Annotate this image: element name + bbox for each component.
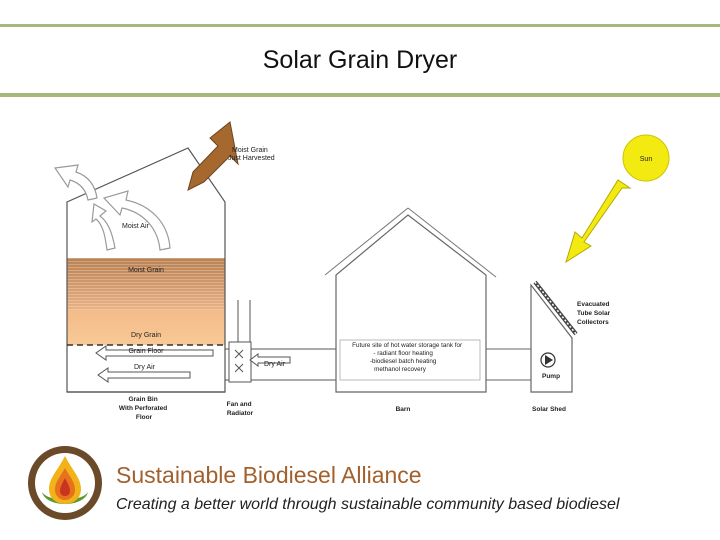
label-pump: Pump (542, 373, 560, 380)
dry-air-arrow-lower (97, 367, 191, 383)
future-site-box (339, 339, 481, 381)
label-fan-radiator-line1: Fan and (227, 401, 252, 408)
label-evacuated-tube-line2: Tube Solar (577, 310, 611, 317)
solar-grain-dryer-diagram: Moist Grain Just Harvested Sun Moist Air… (53, 121, 670, 421)
page-title: Solar Grain Dryer (262, 46, 458, 74)
barn-roof-line-right (407, 207, 497, 278)
label-future-site-line4: methanol recovery (374, 366, 427, 373)
logo-droplet-inner (60, 478, 70, 496)
label-evacuated-tube-line3: Collectors (577, 319, 609, 326)
sun-icon (622, 134, 670, 182)
label-future-site: Future site of hot water storage tank fo… (352, 342, 464, 373)
label-sun: Sun (640, 156, 653, 163)
radiator-box (228, 341, 252, 383)
label-fan-radiator: Fan and Radiator (227, 401, 254, 417)
label-dry-air-bin: Dry Air (134, 364, 156, 371)
fan-icon (234, 349, 244, 373)
slide-header: Solar Grain Dryer (0, 24, 720, 98)
brand-name: Sustainable Biodiesel Alliance (116, 462, 422, 488)
brand-tagline: Creating a better world through sustaina… (116, 496, 620, 513)
label-grain-bin-line2: With Perforated (119, 405, 167, 412)
moist-air-arrows (53, 164, 171, 251)
fan-radiator-assembly (225, 300, 336, 383)
label-grain-bin-line1: Grain Bin (128, 396, 157, 403)
label-evacuated-tube-line1: Evacuated (577, 301, 610, 308)
label-grain-bin-line3: Floor (136, 414, 153, 421)
label-future-site-line2: - radiant floor heating (373, 350, 433, 357)
label-grain-floor: Grain Floor (128, 348, 164, 355)
label-dry-air-duct: Dry Air (264, 361, 286, 368)
logo-green-arc (42, 492, 88, 504)
label-moist-air: Moist Air (122, 223, 150, 230)
moist-air-arrow-large (102, 190, 171, 251)
solar-shed-outline (530, 283, 573, 393)
dry-air-arrows (95, 345, 214, 383)
barn (324, 207, 497, 393)
dry-grain-layer (67, 310, 225, 345)
header-rule-top (0, 24, 720, 27)
label-dry-grain: Dry Grain (131, 332, 161, 339)
label-moist-grain-just-harvested: Moist Grain Just Harvested (228, 147, 275, 162)
label-barn: Barn (396, 406, 411, 413)
moist-air-arrow-left (53, 164, 98, 201)
solar-pipes (486, 348, 531, 381)
label-moist-grain-line2: Just Harvested (228, 155, 275, 162)
moist-grain-texture (67, 258, 225, 310)
label-future-site-line3: -biodiesel batch heating (370, 358, 437, 365)
dry-air-arrow-upper (95, 345, 214, 361)
label-solar-shed: Solar Shed (532, 406, 566, 413)
label-moist-grain: Moist Grain (128, 267, 164, 274)
grain-bin (66, 147, 226, 393)
pump-arrow-icon (545, 355, 553, 365)
moist-air-arrow-small (91, 203, 116, 251)
label-grain-bin: Grain Bin With Perforated Floor (119, 396, 169, 421)
sun-ray-arrow (565, 179, 632, 264)
solar-collector-panel-inner (534, 281, 577, 335)
header-rule-bottom (0, 93, 720, 97)
alliance-logo (28, 446, 102, 520)
moist-grain-input-arrow (187, 121, 239, 191)
label-future-site-line1: Future site of hot water storage tank fo… (352, 342, 462, 349)
label-fan-radiator-line2: Radiator (227, 410, 254, 417)
solar-shed (530, 280, 578, 393)
label-moist-grain-line1: Moist Grain (232, 147, 268, 154)
label-evacuated-tube: Evacuated Tube Solar Collectors (577, 301, 612, 326)
dry-air-duct-arrow (249, 353, 291, 367)
barn-roof-line (324, 207, 409, 276)
